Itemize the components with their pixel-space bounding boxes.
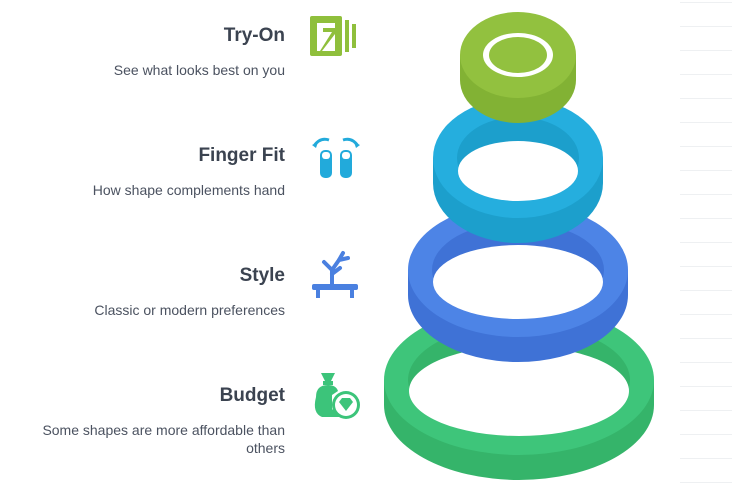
item-title: Finger Fit [198,145,285,166]
ring-finger-fit [433,98,603,243]
item-budget: Budget Some shapes are more affordable t… [0,385,285,457]
item-description: How shape complements hand [92,182,285,198]
item-description: Some shapes are more affordable than oth… [42,422,285,456]
item-description: Classic or modern preferences [94,302,285,318]
finger-fit-icon [312,137,360,178]
item-title: Try-On [223,25,285,46]
item-finger-fit: Finger Fit How shape complements hand [0,145,285,199]
ring-try-on [460,12,576,123]
item-title: Budget [219,385,285,406]
item-description: See what looks best on you [113,62,285,78]
try-on-icon [310,16,356,56]
item-style: Style Classic or modern preferences [0,265,285,319]
budget-icon [314,373,360,419]
style-icon [312,251,358,298]
item-try-on: Try-On See what looks best on you [0,25,285,79]
ring-style [408,203,628,362]
item-title: Style [239,265,285,286]
background-lines [680,0,732,487]
